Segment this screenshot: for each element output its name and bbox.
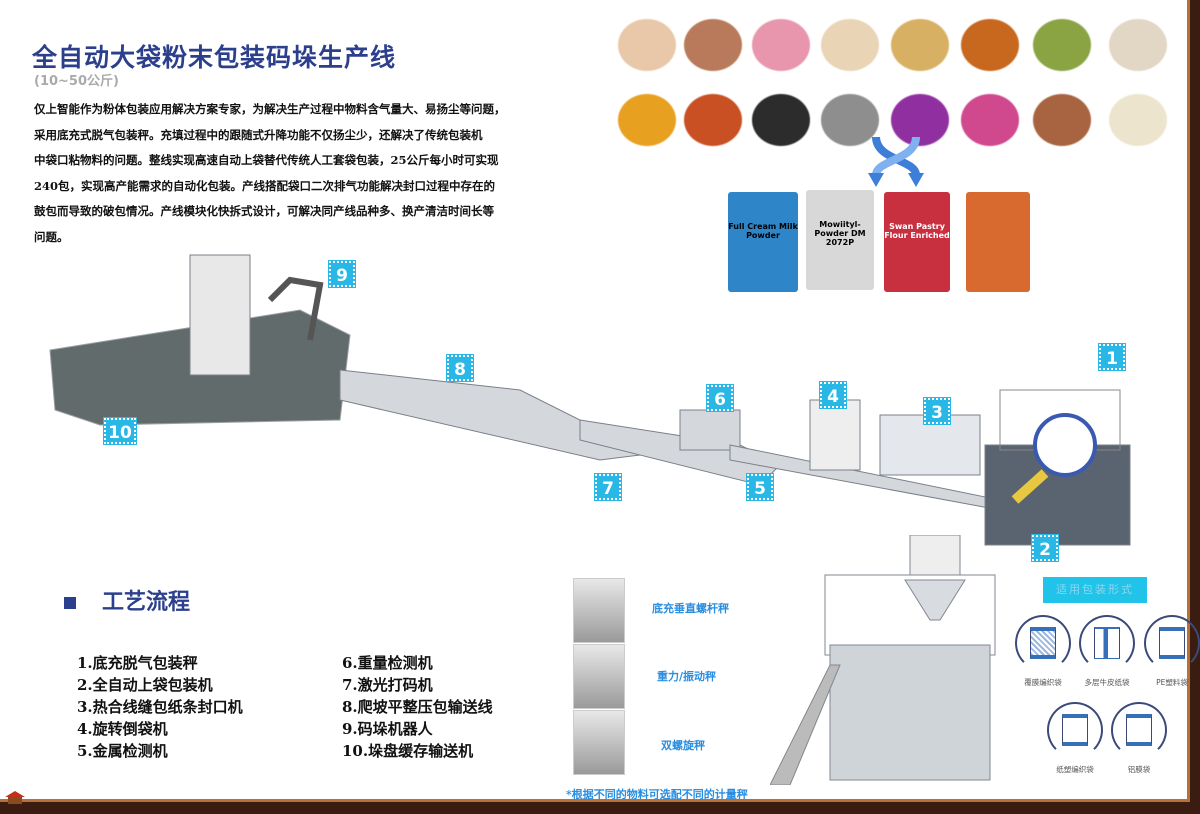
marker-4: 4 <box>819 381 847 409</box>
product-bag: Mowiityl-Powder DM 2072P <box>806 190 874 290</box>
powder-swatch <box>684 94 742 146</box>
desc-line: 鼓包而导致的破包情况。产线模块化快拆式设计，可解决同产线品种多、换产清洁时间长等 <box>34 204 494 218</box>
desc-line: 中袋口粘物料的问题。整线实现高速自动上袋替代传统人工套袋包装，25公斤每小时可实… <box>34 153 499 167</box>
marker-3: 3 <box>923 397 951 425</box>
powder-swatch <box>1033 19 1091 71</box>
powder-swatch <box>1033 94 1091 146</box>
production-line-drawing <box>49 254 1131 546</box>
powder-swatch <box>618 94 676 146</box>
cross-arrows-icon <box>868 136 924 187</box>
powder-swatch <box>752 19 810 71</box>
product-bag: Full Cream Milk Powder <box>728 192 798 292</box>
twin-screw-weigher-image <box>573 710 625 775</box>
bag-type-kraft-paper: 多层牛皮纸袋 <box>1074 615 1140 688</box>
powder-swatch <box>821 94 879 146</box>
process-heading: 工艺流程 <box>64 584 190 616</box>
powder-swatch <box>891 94 949 146</box>
bag-type-label: 多层牛皮纸袋 <box>1084 678 1130 687</box>
process-step: 4.旋转倒袋机 <box>77 720 168 738</box>
process-step: 5.金属检测机 <box>77 742 168 760</box>
page-title: 全自动大袋粉末包装码垛生产线 <box>32 43 397 72</box>
powder-swatch <box>752 94 810 146</box>
desc-line: 仅上智能作为粉体包装应用解决方案专家，为解决生产过程中物料含气量大、易扬尘等问题… <box>34 102 506 116</box>
auger-weigher-image <box>573 578 625 643</box>
process-step: 7.激光打码机 <box>342 676 433 694</box>
bag-type-pe-plastic: PE塑料袋 <box>1139 615 1200 688</box>
bag-type-label: 铝膜袋 <box>1127 765 1151 774</box>
weigher-label: 重力/振动秤 <box>657 670 717 683</box>
process-step: 1.底充脱气包装秤 <box>77 654 198 672</box>
bag-label: Swan Pastry Flour Enriched <box>884 222 950 240</box>
powder-swatch <box>961 94 1019 146</box>
weigher-label: 双螺旋秤 <box>661 739 705 752</box>
bag-label: Full Cream Milk Powder <box>728 222 798 240</box>
weight-range: (10~50公斤) <box>34 74 119 89</box>
process-step: 9.码垛机器人 <box>342 720 433 738</box>
process-heading-text: 工艺流程 <box>102 590 191 615</box>
bag-type-paper-plastic-woven: 纸塑编织袋 <box>1042 702 1108 775</box>
marker-8: 8 <box>446 354 474 382</box>
powder-swatch <box>891 19 949 71</box>
bag-type-label: 纸塑编织袋 <box>1056 765 1094 774</box>
gravity-weigher-image <box>573 644 625 709</box>
marker-9: 9 <box>328 260 356 288</box>
powder-swatch <box>1109 94 1167 146</box>
weigher-label: 底充垂直螺杆秤 <box>652 602 729 615</box>
product-bag: Swan Pastry Flour Enriched <box>884 192 950 292</box>
powder-swatch <box>684 19 742 71</box>
desc-line: 采用底充式脱气包装秤。充填过程中的跟随式升降功能不仅扬尘少，还解决了传统包装机 <box>34 127 483 142</box>
powder-swatch <box>961 19 1019 71</box>
marker-1: 1 <box>1098 343 1126 371</box>
description: 仅上智能作为粉体包装应用解决方案专家，为解决生产过程中物料含气量大、易扬尘等问题… <box>34 97 524 250</box>
powder-swatch <box>618 19 676 71</box>
desc-line: 240包，实现高产能需求的自动化包装。产线搭配袋口二次排气功能解决封口过程中存在… <box>34 178 496 193</box>
marker-10: 10 <box>103 417 137 445</box>
marker-7: 7 <box>594 473 622 501</box>
home-icon[interactable] <box>4 790 26 804</box>
bag-type-aluminum-film: 铝膜袋 <box>1106 702 1172 775</box>
packing-machine-drawing <box>770 535 996 785</box>
bag-types-heading: 适用包装形式 <box>1043 577 1147 603</box>
marker-2: 2 <box>1031 534 1059 562</box>
bag-type-label: 覆膜编织袋 <box>1024 678 1062 687</box>
product-bag <box>966 192 1030 292</box>
process-step: 8.爬坡平整压包输送线 <box>342 698 493 716</box>
marker-6: 6 <box>706 384 734 412</box>
desc-line: 问题。 <box>34 229 69 244</box>
bag-type-label: PE塑料袋 <box>1156 678 1188 687</box>
process-step: 2.全自动上袋包装机 <box>77 676 213 694</box>
weigher-note: *根据不同的物料可选配不同的计量秤 <box>566 788 748 801</box>
bullet-square-icon <box>64 597 76 609</box>
powder-swatch <box>1109 19 1167 71</box>
bag-type-laminated-woven: 覆膜编织袋 <box>1010 615 1076 688</box>
powder-swatch <box>821 19 879 71</box>
marker-5: 5 <box>746 473 774 501</box>
process-step: 10.垛盘缓存输送机 <box>342 742 474 760</box>
process-step: 6.重量检测机 <box>342 654 433 672</box>
process-step: 3.热合线缝包纸条封口机 <box>77 698 243 716</box>
bag-label: Mowiityl-Powder DM 2072P <box>814 220 866 247</box>
